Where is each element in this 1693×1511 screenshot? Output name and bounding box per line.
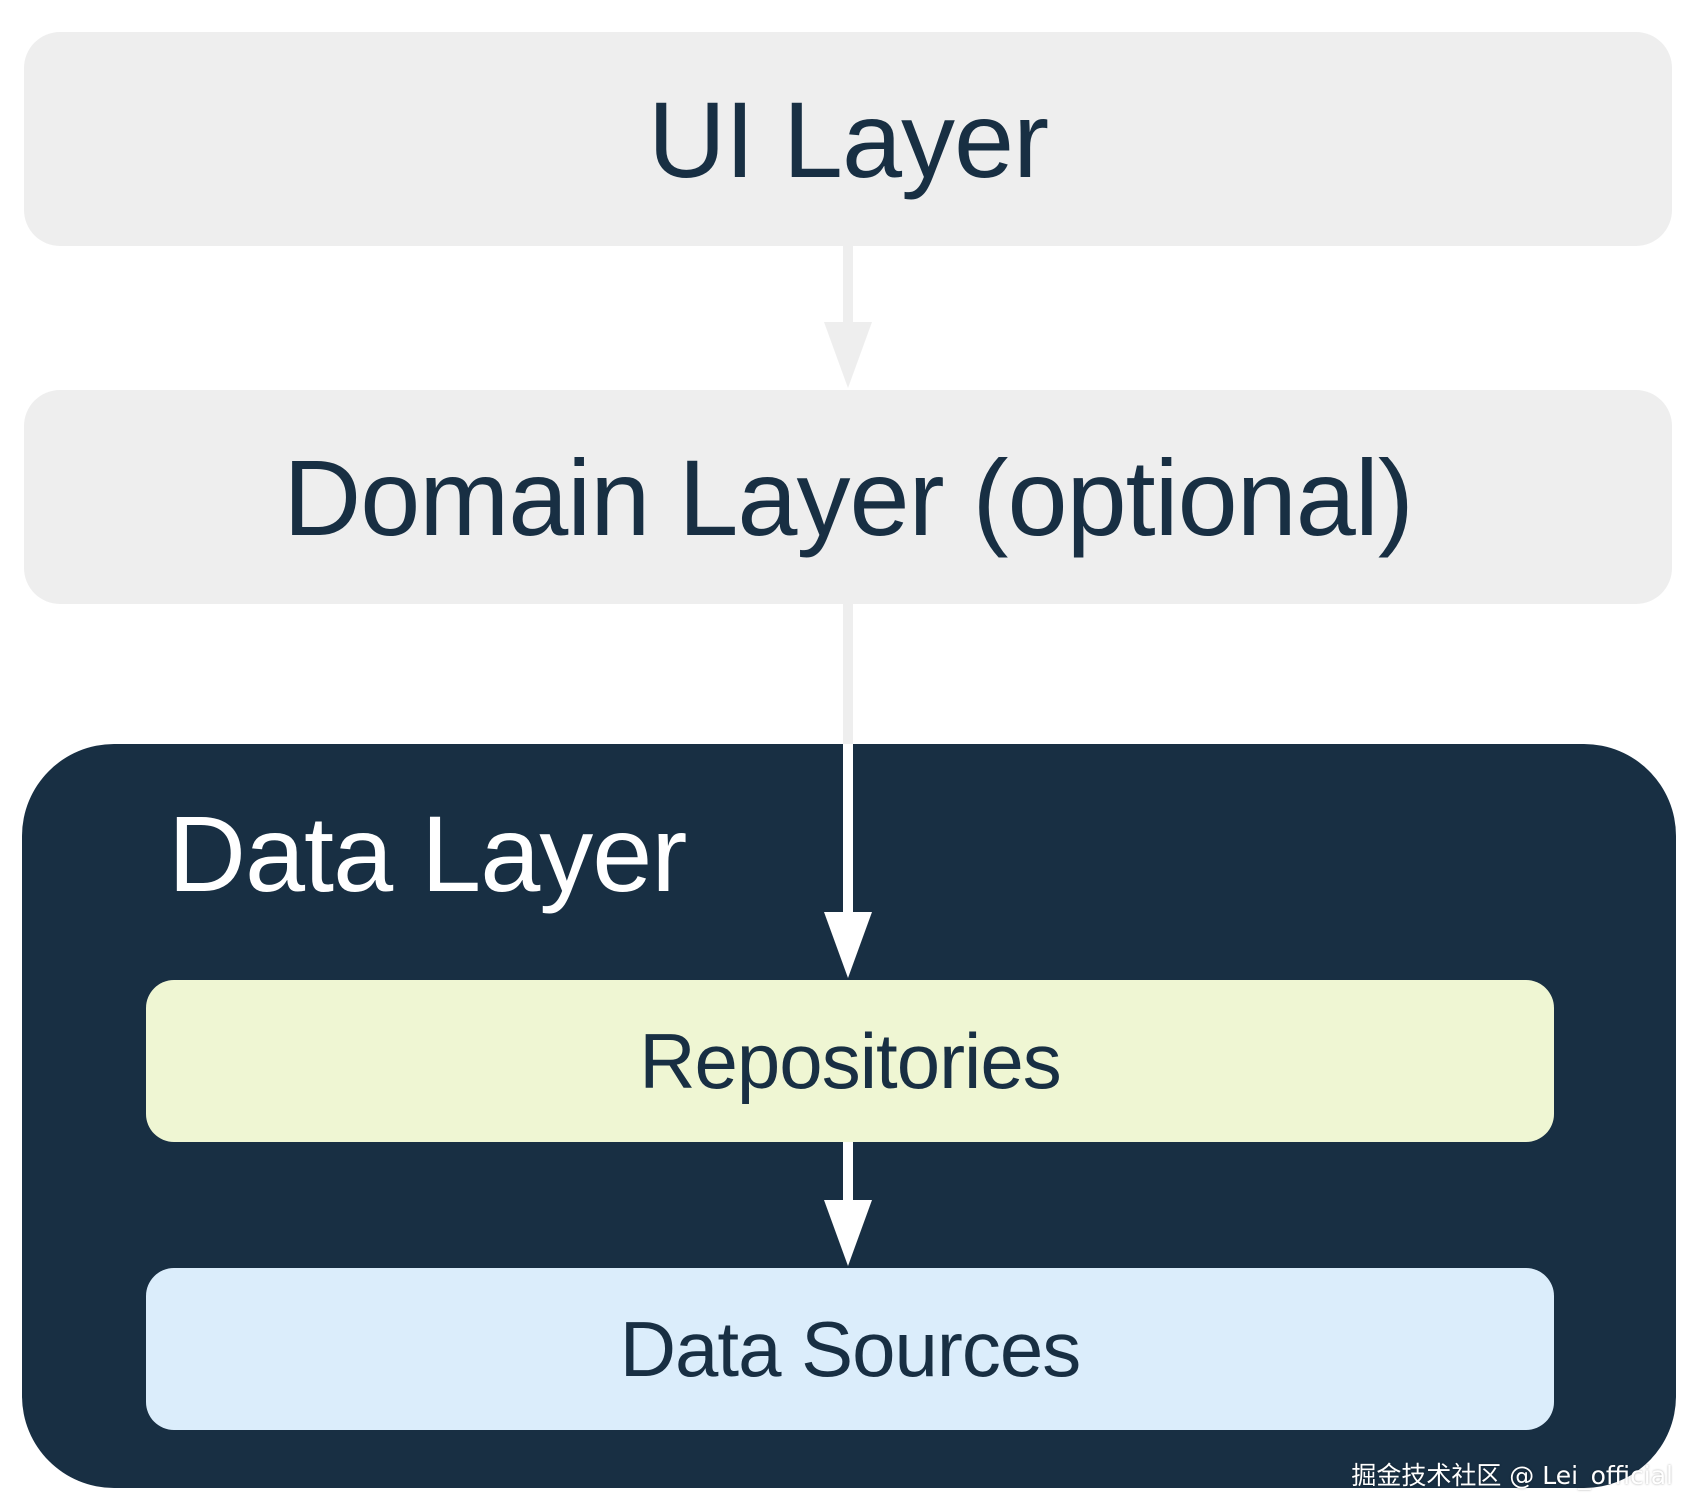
data-sources-box: Data Sources (146, 1268, 1554, 1430)
repositories-label: Repositories (639, 1016, 1062, 1105)
ui-layer-label: UI Layer (647, 78, 1049, 200)
watermark: 掘金技术社区 @ Lei_official (1351, 1461, 1673, 1490)
ui-layer-box: UI Layer (24, 32, 1672, 246)
domain-layer-box: Domain Layer (optional) (24, 390, 1672, 604)
repositories-box: Repositories (146, 980, 1554, 1142)
data-layer-label: Data Layer (168, 793, 687, 914)
data-sources-label: Data Sources (619, 1304, 1082, 1393)
arrow-ui-to-domain-head (824, 322, 872, 388)
domain-layer-label: Domain Layer (optional) (283, 436, 1414, 558)
